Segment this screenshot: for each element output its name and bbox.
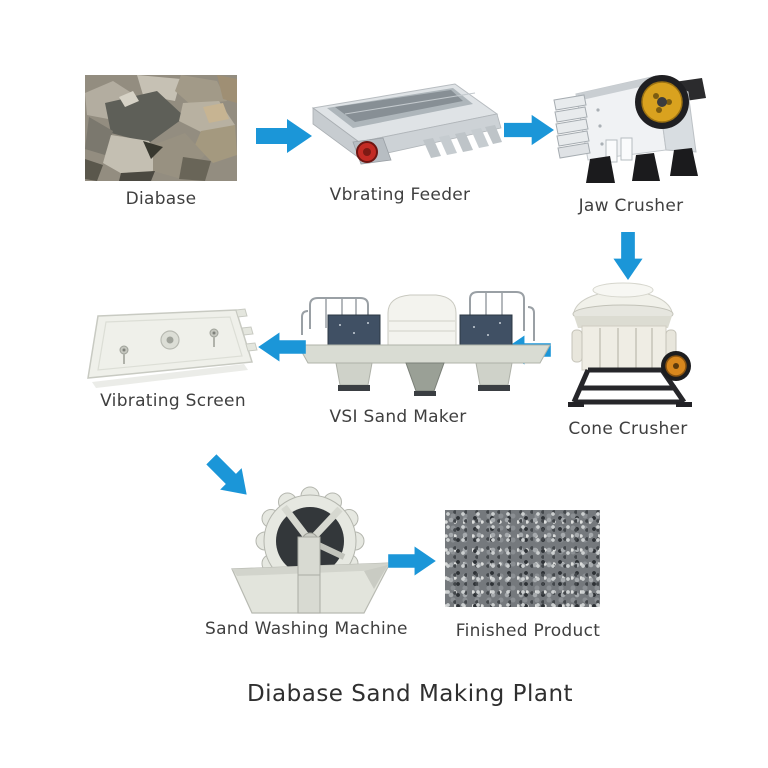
flow-arrow-left-2 [257, 330, 307, 364]
diabase-label: Diabase [125, 189, 197, 209]
vibrating-feeder-label: Vbrating Feeder [329, 185, 471, 205]
cone-crusher-illustration [568, 282, 692, 407]
vibrating-screen-illustration [87, 308, 258, 388]
sand-washing-machine-illustration [231, 486, 392, 614]
vsi-sand-maker-image [288, 283, 560, 398]
flow-arrow-diagonal [199, 447, 260, 508]
cone-crusher-image [552, 276, 704, 408]
vibrating-screen-label: Vibrating Screen [100, 391, 246, 411]
jaw-crusher-label: Jaw Crusher [578, 196, 684, 216]
flow-arrow-right-2 [504, 112, 554, 148]
sand-washing-machine-image [228, 485, 393, 615]
diabase-rock-image [85, 75, 237, 181]
vsi-sand-maker-illustration [297, 291, 551, 396]
cone-crusher-label: Cone Crusher [568, 419, 688, 439]
vibrating-screen-image [84, 306, 260, 392]
jaw-crusher-illustration [553, 75, 706, 183]
flow-arrow-right-3 [388, 544, 436, 578]
vibrating-feeder-image [305, 80, 505, 180]
finished-product-label: Finished Product [455, 621, 601, 641]
jaw-crusher-image [548, 52, 716, 187]
vsi-sand-maker-label: VSI Sand Maker [329, 407, 467, 427]
rock-pile-illustration [85, 75, 237, 181]
flow-arrow-down [610, 232, 646, 280]
flow-arrow-right-1 [256, 116, 312, 156]
vibrating-feeder-illustration [311, 83, 502, 165]
finished-product-image [445, 510, 600, 607]
diagram-title: Diabase Sand Making Plant [246, 681, 574, 707]
sand-washing-machine-label: Sand Washing Machine [205, 619, 408, 639]
